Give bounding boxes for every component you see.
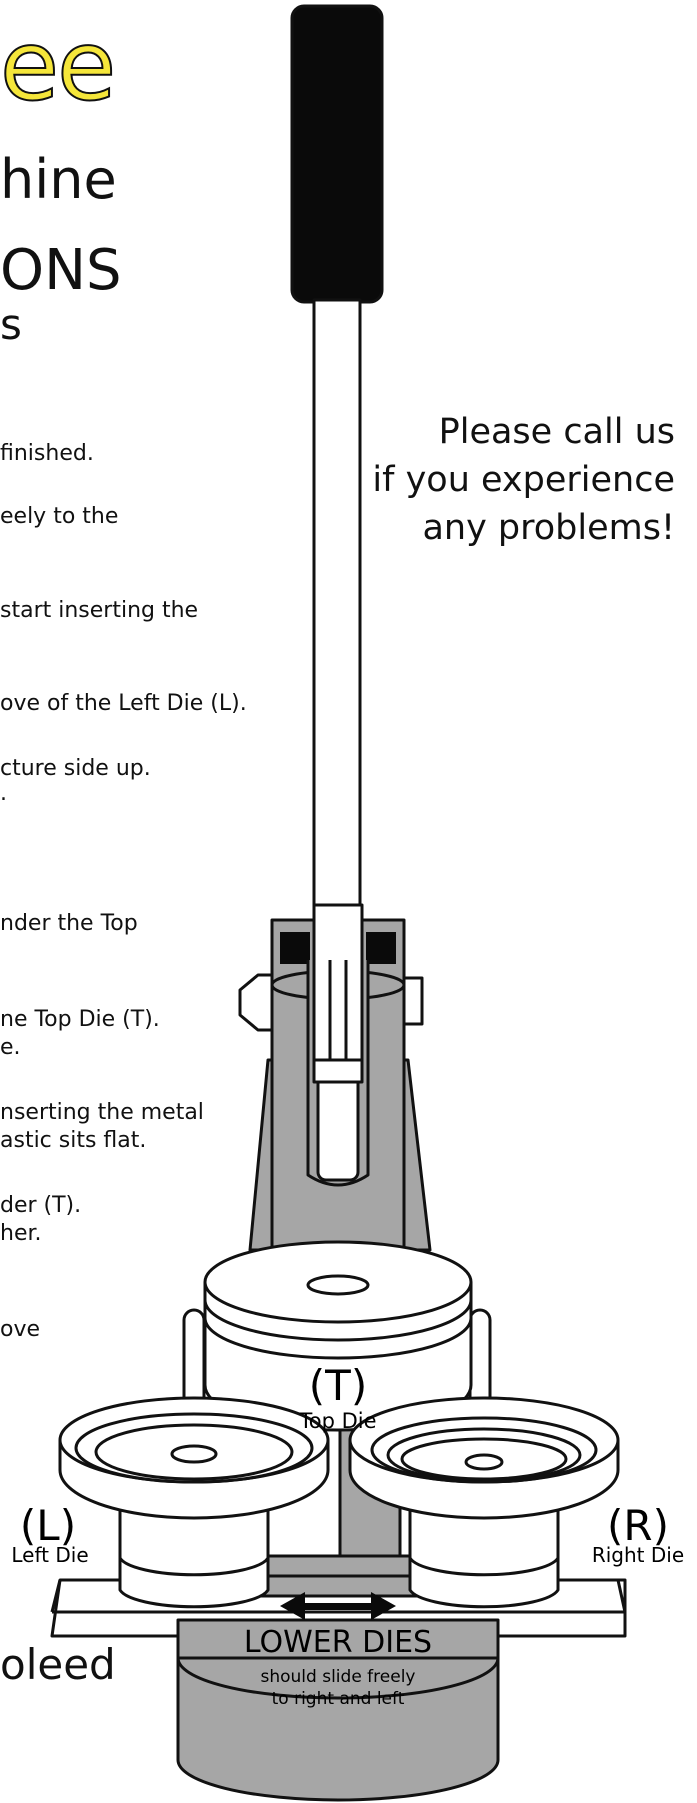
top-die-ring bbox=[203, 1317, 473, 1360]
top-die-ring bbox=[203, 1299, 473, 1342]
step-text: start inserting the bbox=[0, 598, 199, 623]
title-line-2: hine bbox=[0, 148, 117, 211]
base-pedestal bbox=[176, 1618, 500, 1802]
step-text: e. bbox=[0, 1035, 21, 1060]
left-die bbox=[58, 1396, 330, 1609]
slide-arrow-icon bbox=[280, 1592, 396, 1620]
step-text: ove of the Left Die (L). bbox=[0, 691, 247, 716]
step-text: der (T). bbox=[0, 1193, 82, 1218]
step-text: nder the Top bbox=[0, 911, 138, 936]
callout-line: Please call us bbox=[438, 412, 675, 452]
callout-line: if you experience bbox=[372, 460, 675, 500]
housing-slot bbox=[366, 932, 396, 964]
side-nut bbox=[402, 976, 424, 1026]
lower-dies-title: LOWER DIES bbox=[244, 1625, 432, 1660]
rail-edge bbox=[616, 1579, 627, 1613]
step-text: her. bbox=[0, 1221, 42, 1246]
step-text: cture side up. bbox=[0, 756, 151, 781]
top-die-label: Top Die bbox=[298, 1409, 376, 1433]
step-text: nserting the metal bbox=[0, 1100, 204, 1125]
pedestal-curve bbox=[176, 1657, 500, 1700]
callout-line: any problems! bbox=[422, 508, 675, 548]
handle-shaft bbox=[312, 298, 362, 912]
step-text: ove bbox=[0, 1317, 41, 1342]
step-text: astic sits flat. bbox=[0, 1128, 147, 1153]
shaft-collar bbox=[312, 903, 364, 1077]
lower-dies-note: should slide freely bbox=[261, 1667, 416, 1687]
step-text: eely to the bbox=[0, 504, 119, 529]
step-text: finished. bbox=[0, 441, 94, 466]
title-line-4: s bbox=[0, 300, 22, 349]
top-die-plunger bbox=[306, 1274, 370, 1296]
right-die-letter: (R) bbox=[607, 1501, 669, 1550]
left-die-letter: (L) bbox=[20, 1501, 76, 1550]
rail-edge bbox=[50, 1579, 62, 1613]
step-text: . bbox=[0, 781, 7, 806]
help-callout: Please call us if you experience any pro… bbox=[372, 408, 675, 552]
top-die-letter: (T) bbox=[309, 1361, 367, 1410]
step-text: ne Top Die (T). bbox=[0, 1007, 160, 1032]
side-nut bbox=[238, 973, 274, 1032]
right-die bbox=[348, 1396, 620, 1609]
right-die-label: Right Die bbox=[592, 1543, 684, 1567]
bottom-heading-fragment: oleed bbox=[0, 1640, 116, 1689]
title-yellow-text: ee bbox=[0, 10, 117, 122]
housing-slot bbox=[280, 932, 310, 964]
collar-ring bbox=[312, 1058, 364, 1084]
left-die-label: Left Die bbox=[11, 1543, 88, 1567]
handle-grip bbox=[290, 4, 384, 304]
title-line-3: ONS bbox=[0, 238, 122, 303]
lower-dies-note: to right and left bbox=[272, 1689, 405, 1709]
